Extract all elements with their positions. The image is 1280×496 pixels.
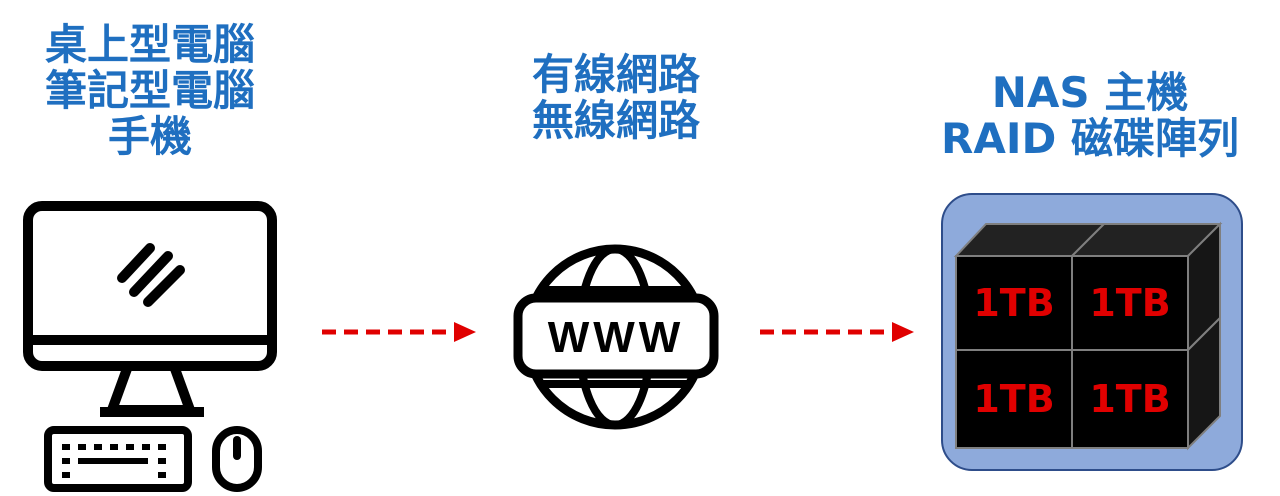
devices-line-3: 手機 <box>107 112 192 161</box>
storage-line-2: RAID 磁碟陣列 <box>941 114 1239 163</box>
disk-4-label: 1TB <box>1089 377 1170 421</box>
www-globe-icon: WWW <box>513 244 719 430</box>
disk-1-label: 1TB <box>973 281 1054 325</box>
storage-line-1: NAS 主機 <box>991 68 1189 117</box>
disk-3-label: 1TB <box>973 377 1054 421</box>
keyboard-icon <box>44 426 192 492</box>
devices-line-2: 筆記型電腦 <box>44 66 255 115</box>
devices-line-1: 桌上型電腦 <box>44 20 255 69</box>
disk-2-label: 1TB <box>1089 281 1170 325</box>
nas-box: 1TB 1TB 1TB 1TB <box>941 193 1243 471</box>
arrow-network-to-nas <box>760 322 914 342</box>
network-label: 有線網路 無線網路 <box>466 52 766 144</box>
disk-cube-icon <box>953 221 1223 451</box>
arrow-devices-to-network <box>322 322 476 342</box>
www-text: WWW <box>548 313 685 362</box>
mouse-icon <box>212 426 262 492</box>
devices-label: 桌上型電腦 筆記型電腦 手機 <box>0 22 300 160</box>
network-line-2: 無線網路 <box>531 96 700 145</box>
desktop-computer-icon <box>23 201 277 417</box>
network-line-1: 有線網路 <box>531 50 700 99</box>
storage-label: NAS 主機 RAID 磁碟陣列 <box>920 70 1260 162</box>
